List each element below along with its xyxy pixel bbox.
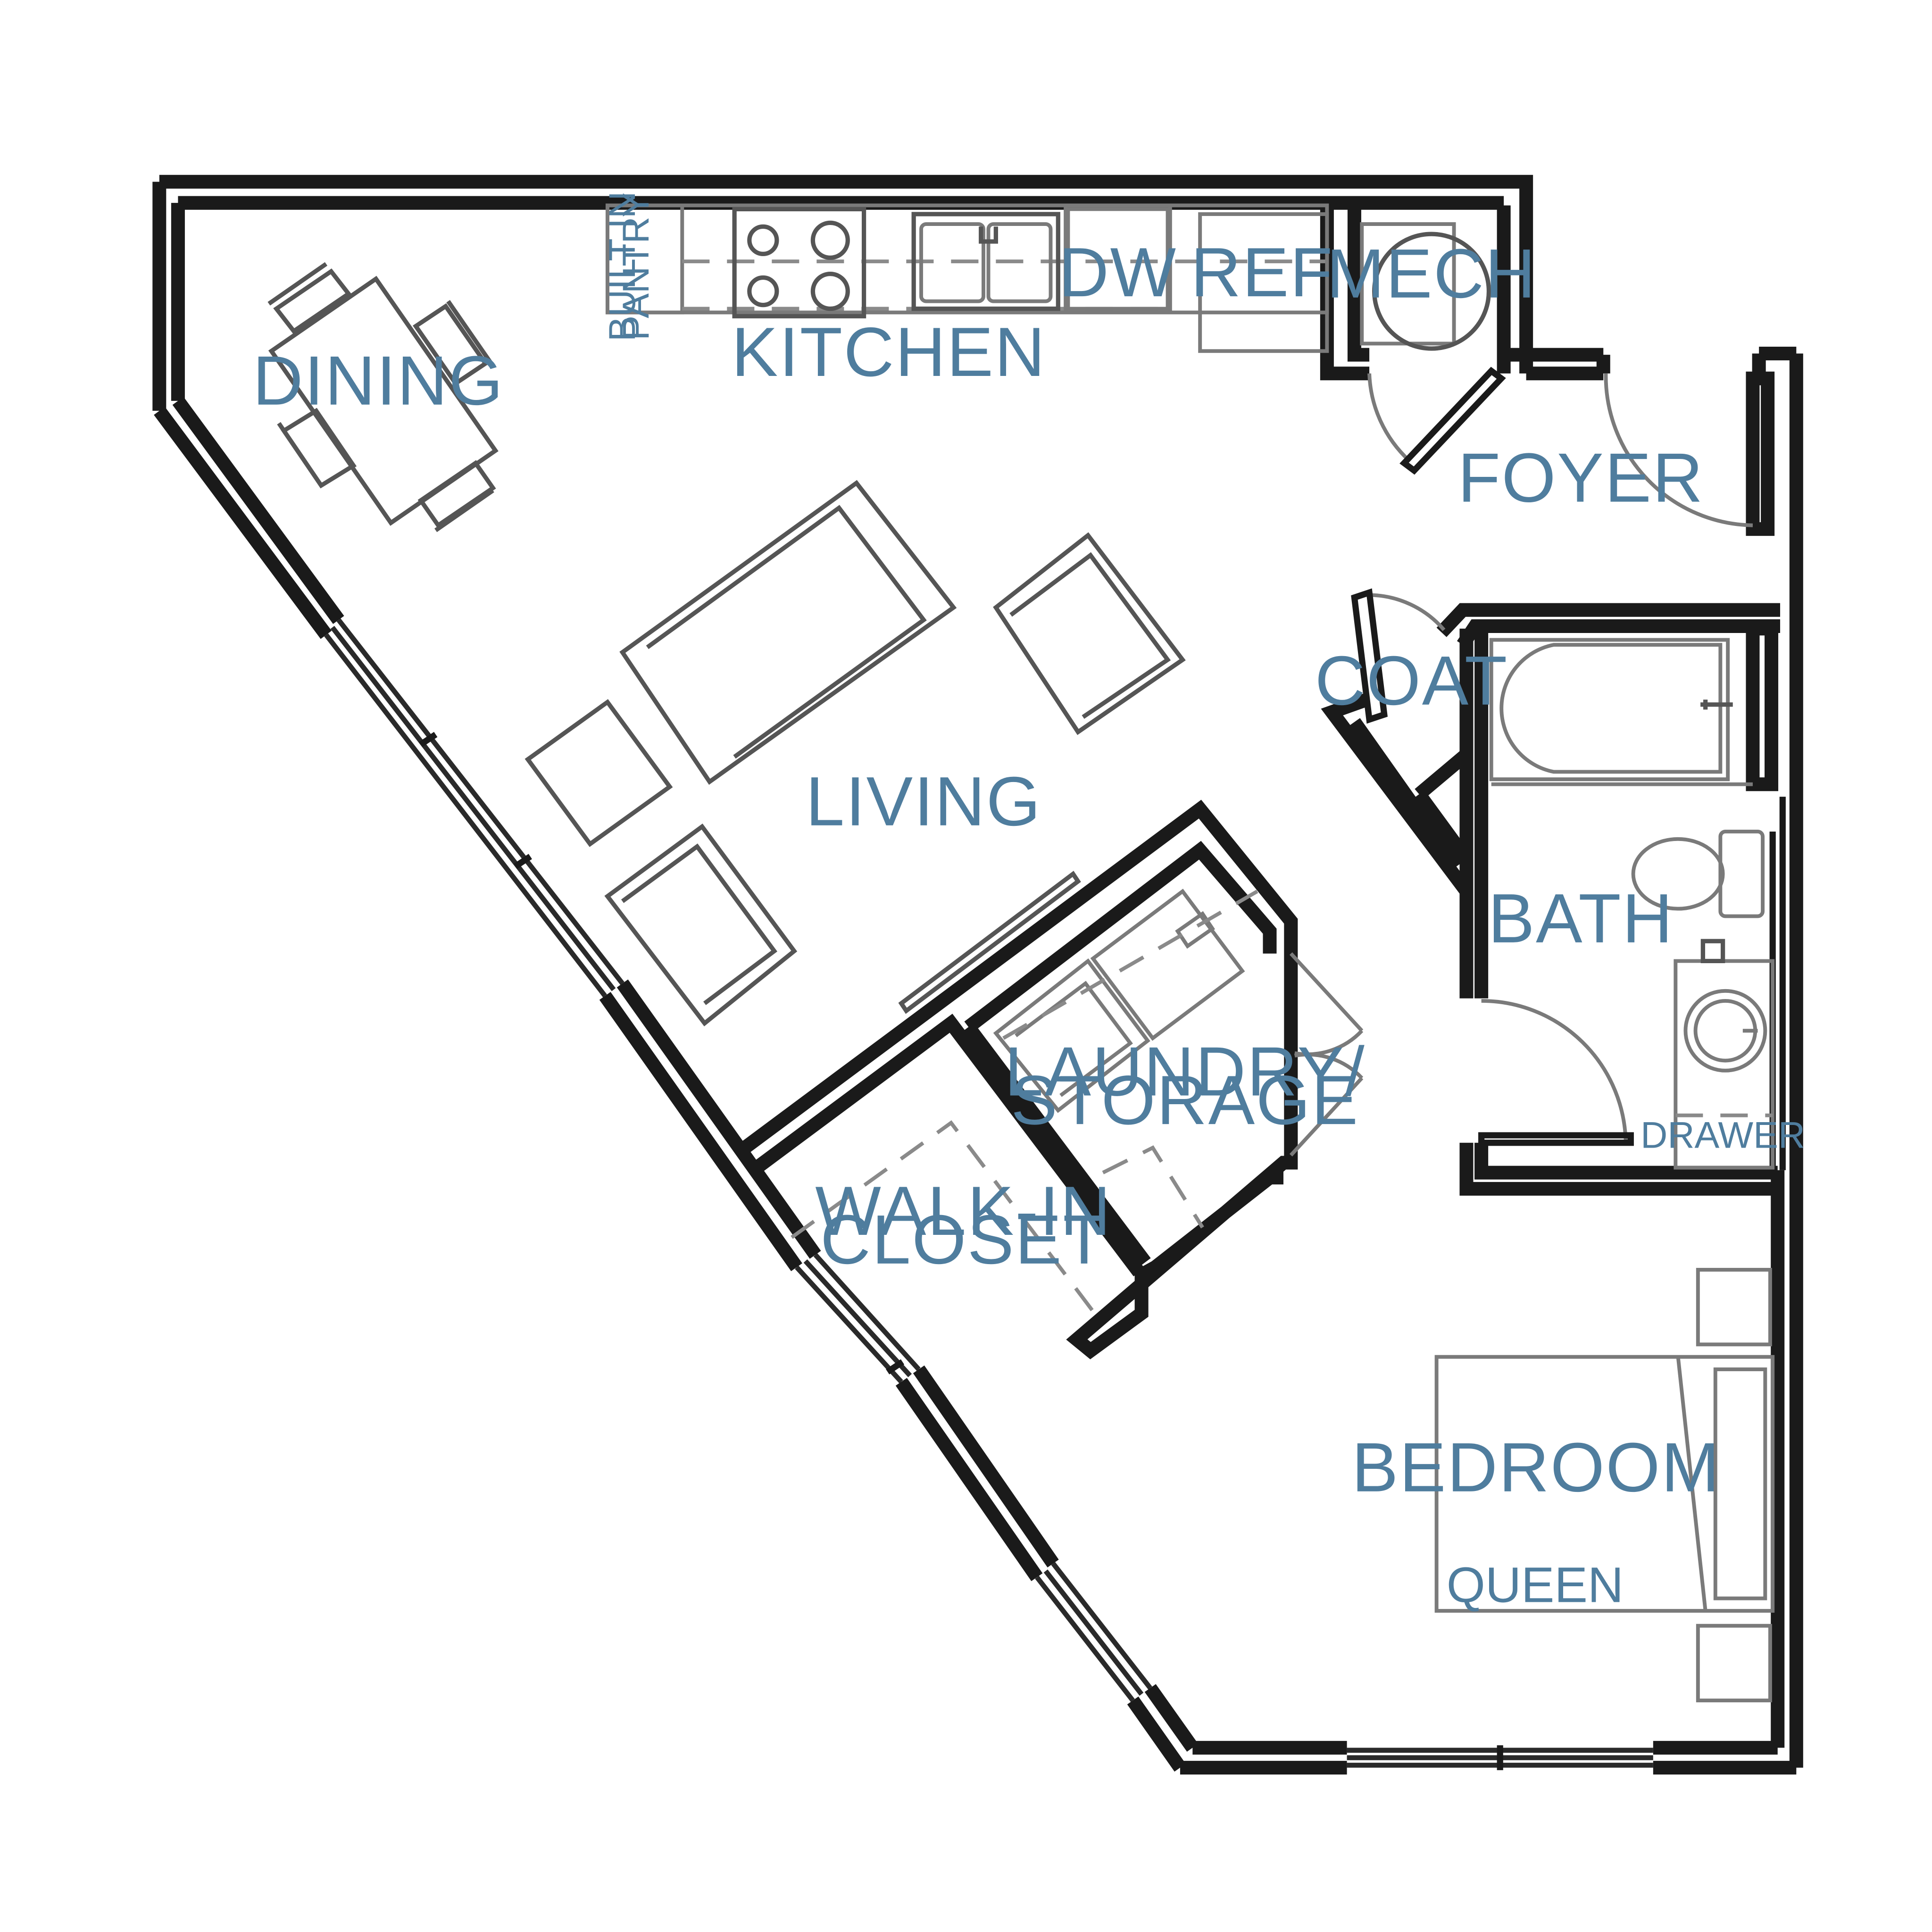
entry-door-swing: [1604, 373, 1753, 527]
room-label-walkin: WALK-IN: [815, 1172, 1112, 1250]
cooktop: [732, 207, 866, 318]
nightstand: [1696, 1268, 1772, 1347]
burner-icon: [810, 220, 850, 260]
window-diagonal-1: [324, 618, 625, 998]
exterior-walls: [152, 175, 1803, 1775]
coat-door-swing: [1369, 593, 1446, 631]
doors: [1289, 366, 1753, 1157]
top-exterior-wall: [159, 175, 1533, 374]
window-mullions: [419, 732, 905, 1374]
bed: [1434, 1355, 1775, 1613]
mech-label: MECH: [1326, 235, 1537, 313]
toilet-icon: [1631, 837, 1725, 911]
window-diagonal-2: [795, 1253, 921, 1384]
pillow: [1713, 1367, 1767, 1600]
sink-basin-left: [919, 222, 985, 303]
bath-door-swing: [1481, 999, 1628, 1143]
dining-chair: [277, 408, 357, 489]
bed-size-label: QUEEN: [1447, 1557, 1624, 1613]
pantry-label: BUILT IN: [601, 192, 643, 341]
kitchen-fixtures: [605, 203, 1491, 353]
room-label-foyer: FOYER: [1458, 439, 1704, 517]
laundry-inner-walls: [752, 841, 1277, 1276]
diagonal-exterior-wall-4: [1127, 1684, 1199, 1772]
mech-door-swing: [1367, 373, 1411, 462]
bath-door-leaf: [1478, 1132, 1634, 1146]
vanity: [1674, 959, 1775, 1170]
faucet-icon: [979, 226, 998, 244]
coat-door-leaf: [1351, 588, 1388, 724]
room-label-dining: DINING: [253, 342, 504, 420]
room-label-living: LIVING: [806, 763, 1041, 841]
bathtub: [1489, 638, 1730, 782]
fixture-labels: BUILT IN PANTRY DW REF MECH QUEEN DRAWER: [601, 192, 1805, 1613]
bath-fixtures: [1489, 638, 1775, 1170]
living-furniture: [525, 480, 1186, 1026]
dining-chair: [413, 300, 495, 387]
tub-faucet-icon: [1700, 700, 1733, 710]
pantry-label: PANTRY: [615, 192, 657, 341]
refrigerator: [1198, 212, 1329, 353]
room-label-laundry: LAUNDRY/: [1005, 1033, 1366, 1110]
laundry-walls: [739, 799, 1298, 1359]
room-label-kitchen: KITCHEN: [732, 313, 1046, 391]
dryer-control: [1175, 911, 1215, 949]
dryer: [1090, 889, 1245, 1041]
room-label-bath: BATH: [1488, 880, 1674, 958]
sink-basin-right: [986, 222, 1053, 303]
dining-chair: [267, 262, 352, 334]
room-label-storage: STORAGE: [1011, 1061, 1359, 1139]
foyer-right-inner-wall: [1746, 371, 1775, 536]
dishwasher-label: DW: [1058, 233, 1177, 311]
room-label-bedroom: BEDROOM: [1352, 1429, 1721, 1507]
room-labels: KITCHEN DINING LIVING FOYER COAT BATH LA…: [253, 313, 1721, 1507]
coat-bath-wall: [1436, 603, 1781, 999]
tv-console: [898, 871, 1081, 1014]
sofa: [619, 480, 957, 785]
bath-bottom-wall: [1459, 1142, 1778, 1196]
room-label-coat: COAT: [1315, 642, 1508, 720]
refrigerator-label: REF: [1191, 233, 1333, 311]
vanity-vent-icon: [1700, 939, 1725, 964]
dining-furniture: [267, 262, 499, 533]
room-label-closet: CLOSET: [820, 1201, 1107, 1279]
coat-closet-wall: [1321, 693, 1472, 896]
mech-closet-walls: [1320, 205, 1610, 381]
bedroom-furniture: [1434, 1268, 1775, 1703]
bottom-exterior-wall: [1180, 1740, 1797, 1775]
mech-door-leaf: [1399, 366, 1506, 475]
laundry-door-swing-bottom: [1289, 1052, 1364, 1157]
side-table: [525, 699, 673, 847]
closet-shelving: [791, 1120, 1097, 1316]
diagonal-exterior-wall-3: [895, 1365, 1059, 1582]
toilet-tank: [1718, 830, 1765, 918]
laundry-shelf: [1002, 890, 1258, 1229]
nightstand: [1696, 1624, 1772, 1703]
burner-icon: [747, 275, 779, 308]
burner-icon: [747, 224, 779, 257]
armchair: [993, 532, 1186, 735]
diagonal-exterior-wall-1: [154, 397, 344, 639]
water-heater-icon: [1372, 232, 1491, 351]
diagonal-exterior-wall-2: [599, 979, 821, 1272]
bath-tub-wall: [1746, 622, 1779, 791]
laundry-fixtures: [993, 889, 1258, 1229]
dining-chair: [417, 460, 496, 533]
right-exterior-wall: [1771, 353, 1803, 1768]
sink-icon: [1683, 989, 1767, 1073]
drawer-label: DRAWER: [1641, 1114, 1805, 1156]
bed-headboard-line: [1676, 1357, 1707, 1611]
burner-icon: [810, 272, 850, 311]
sink-icon: [911, 212, 1060, 311]
pantry-cabinet: [605, 203, 684, 315]
window-diagonal-3: [1035, 1562, 1152, 1702]
bathtub-basin: [1499, 643, 1723, 774]
dishwasher: [1066, 207, 1170, 311]
left-exterior-wall: [152, 182, 185, 411]
interior-walls: [739, 205, 1797, 1359]
armchair: [604, 823, 798, 1026]
